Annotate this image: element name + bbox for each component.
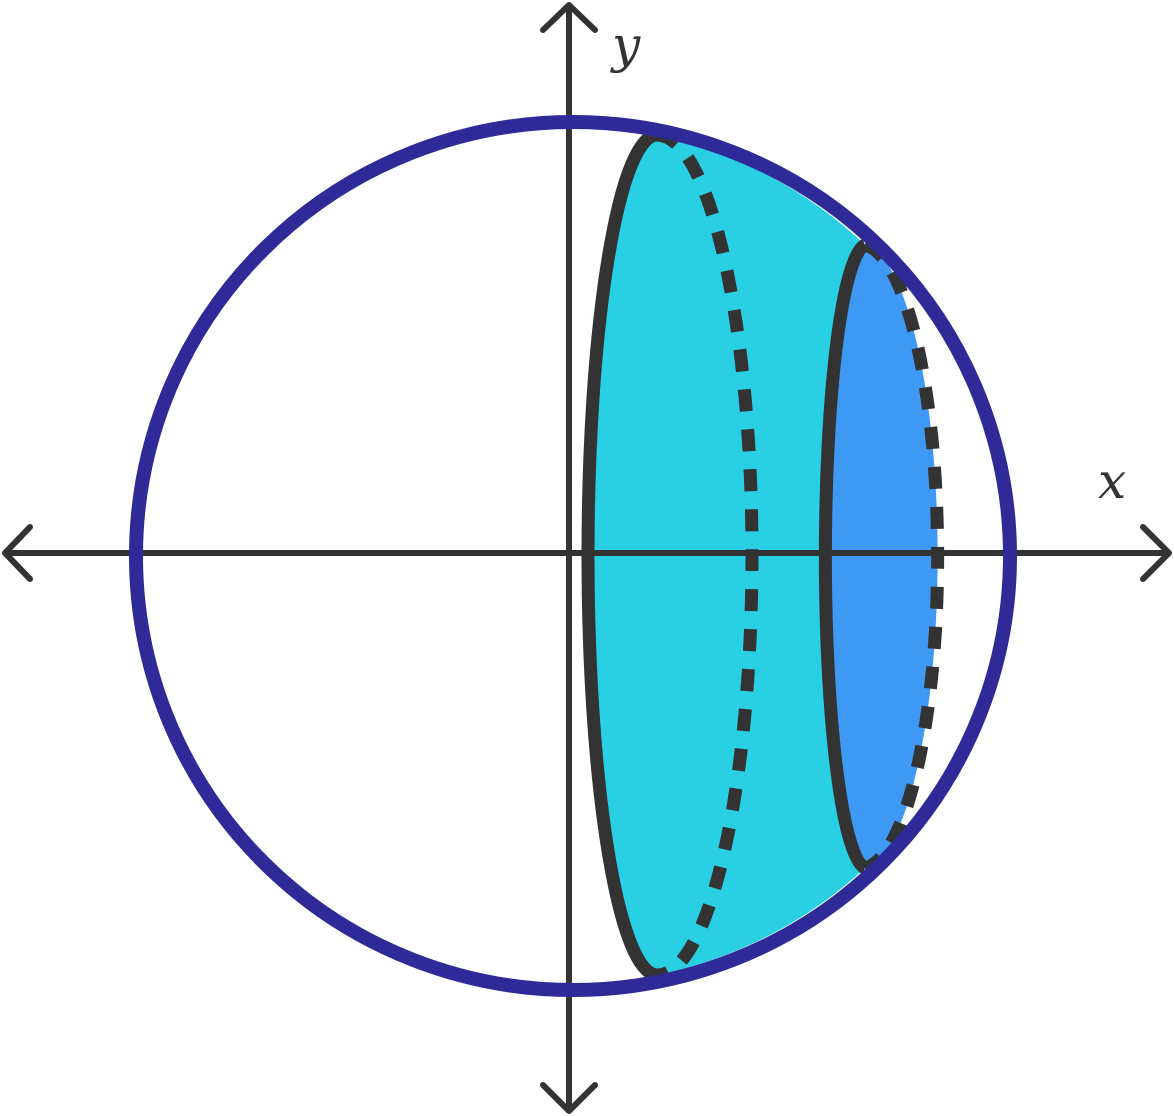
inner-ellipse-front: [818, 239, 869, 874]
inner-slice-region: [825, 245, 938, 868]
y-axis: [540, 2, 598, 1114]
y-axis-label: y: [610, 16, 641, 74]
inner-ellipse-back-dashed: [863, 238, 945, 875]
sphere-outline: [129, 115, 1017, 997]
outer-ellipse-back-dashed: [656, 128, 759, 982]
x-axis-label: x: [1098, 452, 1126, 510]
outer-ellipse-front: [581, 128, 658, 982]
